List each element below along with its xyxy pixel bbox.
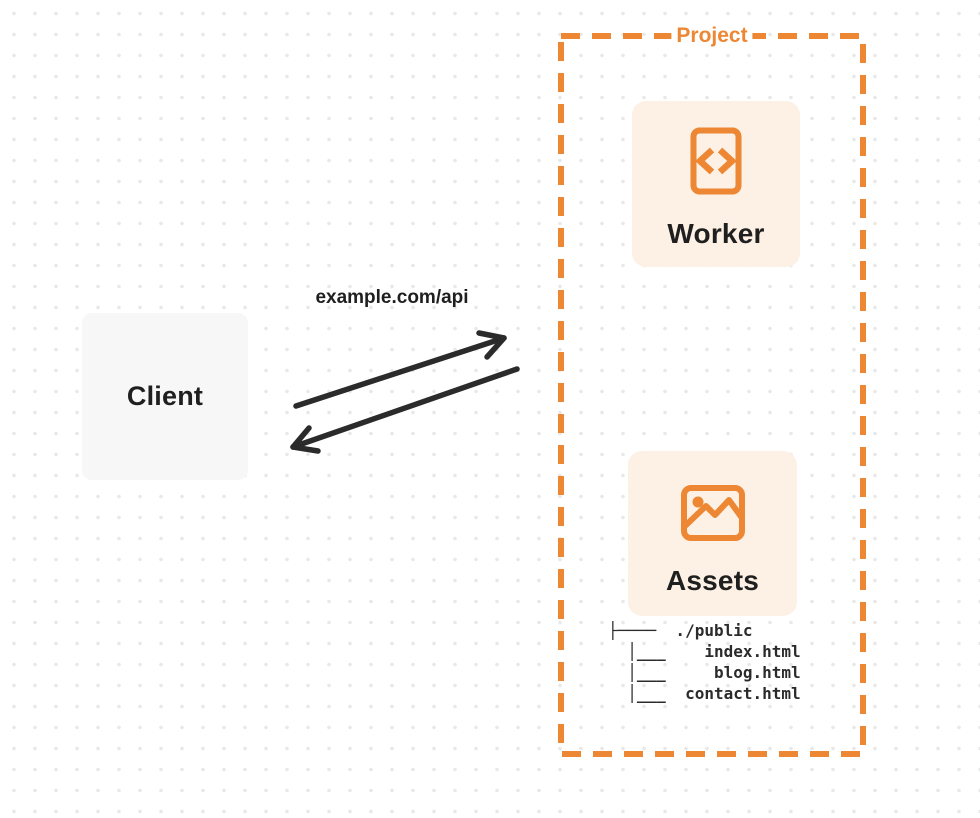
project-title: Project [671, 22, 753, 50]
worker-label: Worker [667, 218, 765, 249]
request-arrowhead-icon [476, 330, 507, 360]
response-arrowhead-icon [290, 425, 321, 454]
assets-label: Assets [665, 565, 760, 596]
tree-line-index: │___ index.html [608, 642, 801, 661]
tree-line-contact: │___ contact.html [608, 684, 801, 703]
request-url-label: example.com/api [315, 287, 469, 308]
code-file-icon [690, 127, 742, 195]
worker-node: Worker [632, 101, 800, 267]
assets-node: Assets [628, 451, 797, 616]
tree-line-public: ├──── ./public [608, 621, 753, 640]
response-arrow [290, 366, 520, 454]
assets-file-tree: ├──── ./public │___ index.html │___ blog… [608, 620, 801, 704]
client-label: Client [126, 381, 204, 411]
request-arrow [293, 330, 507, 409]
client-node: Client [82, 313, 248, 480]
tree-line-blog: │___ blog.html [608, 663, 801, 682]
image-icon [680, 485, 745, 541]
project-boundary-border [558, 33, 866, 757]
